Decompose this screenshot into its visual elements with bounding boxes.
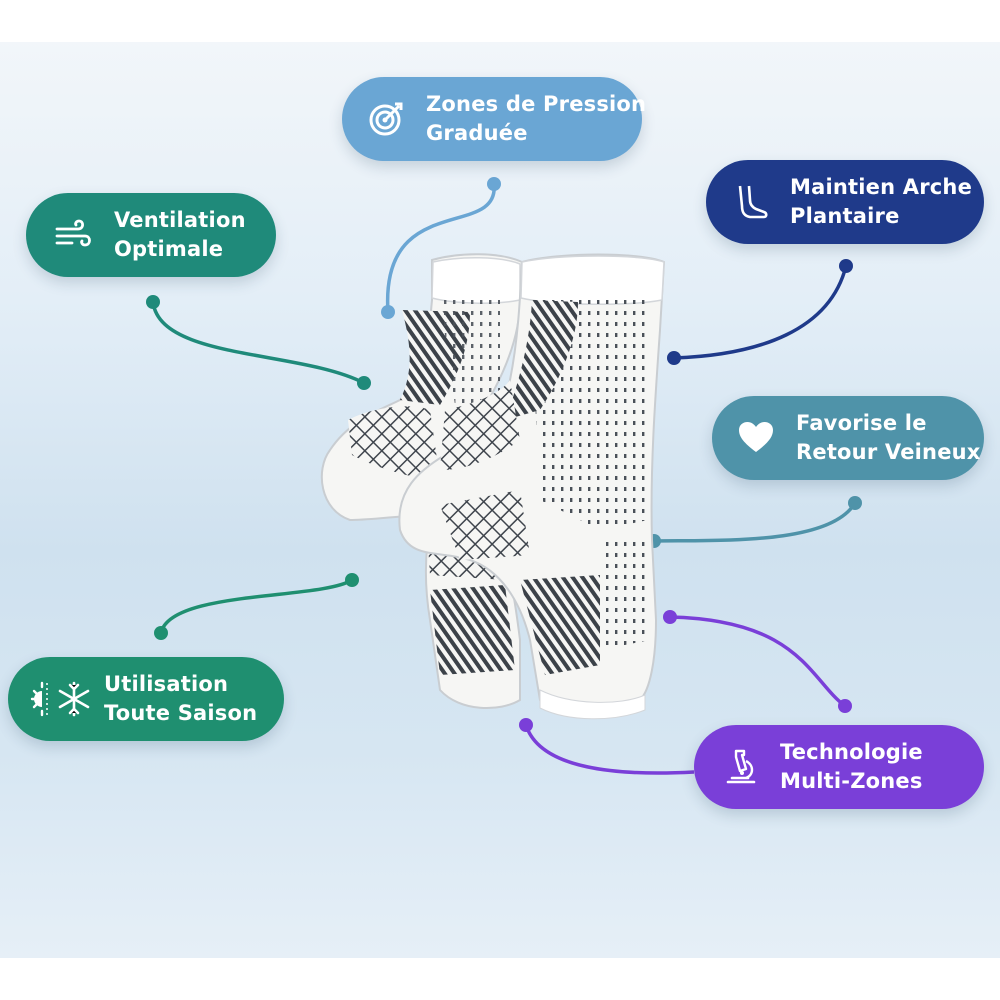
feature-label-line1: Technologie [780, 740, 923, 764]
connector-veineux [653, 502, 857, 543]
feature-pill-ventilation: Ventilation Optimale [26, 193, 276, 277]
connector-dot-veineux [848, 496, 862, 510]
target-icon [360, 93, 412, 145]
feature-pill-saison: Utilisation Toute Saison [8, 657, 284, 741]
connector-dot-arche [839, 259, 853, 273]
connector-arche [673, 265, 848, 360]
sun-snowflake-icon [28, 673, 94, 725]
connector-ventilation [151, 301, 365, 385]
feature-label-line2: Graduée [426, 121, 528, 145]
connector-end-multizones [838, 699, 852, 713]
feature-label-line2: Multi-Zones [780, 769, 923, 793]
connector-end-ventilation [357, 376, 371, 390]
connector-dot-saison [154, 626, 168, 640]
connector-dot-multizones [663, 610, 677, 624]
feature-label-line2: Toute Saison [104, 701, 258, 725]
feature-label-line2: Plantaire [790, 204, 900, 228]
feature-label-line1: Maintien Arche [790, 175, 973, 199]
connector-end-arche [667, 351, 681, 365]
connector-multizones [524, 615, 847, 775]
top-white-band [0, 0, 1000, 42]
feature-pill-arche: Maintien Arche Plantaire [706, 160, 984, 244]
feature-label-line1: Utilisation [104, 672, 229, 696]
connector-saison [159, 578, 353, 634]
connector-start-multizones [519, 718, 533, 732]
feature-pill-multizones: Technologie Multi-Zones [694, 725, 984, 809]
microscope-icon [714, 741, 766, 793]
feature-pill-pression: Zones de Pression Graduée [342, 77, 646, 161]
feature-label-line1: Favorise le [796, 411, 927, 435]
foot-icon [724, 176, 776, 228]
connector-pression [386, 183, 496, 313]
feature-pill-veineux: Favorise le Retour Veineux [712, 396, 984, 480]
wind-icon [48, 209, 100, 261]
feature-label-line2: Optimale [114, 237, 224, 261]
connector-dot-ventilation [146, 295, 160, 309]
feature-label-line2: Retour Veineux [796, 440, 981, 464]
connector-dot-pression [487, 177, 501, 191]
sock-front [398, 253, 666, 720]
feature-label-line1: Zones de Pression [426, 92, 647, 116]
feature-label-line1: Ventilation [114, 208, 246, 232]
connector-end-pression [381, 305, 395, 319]
bottom-white-band [0, 958, 1000, 1000]
heart-icon [730, 412, 782, 464]
connector-end-saison [345, 573, 359, 587]
